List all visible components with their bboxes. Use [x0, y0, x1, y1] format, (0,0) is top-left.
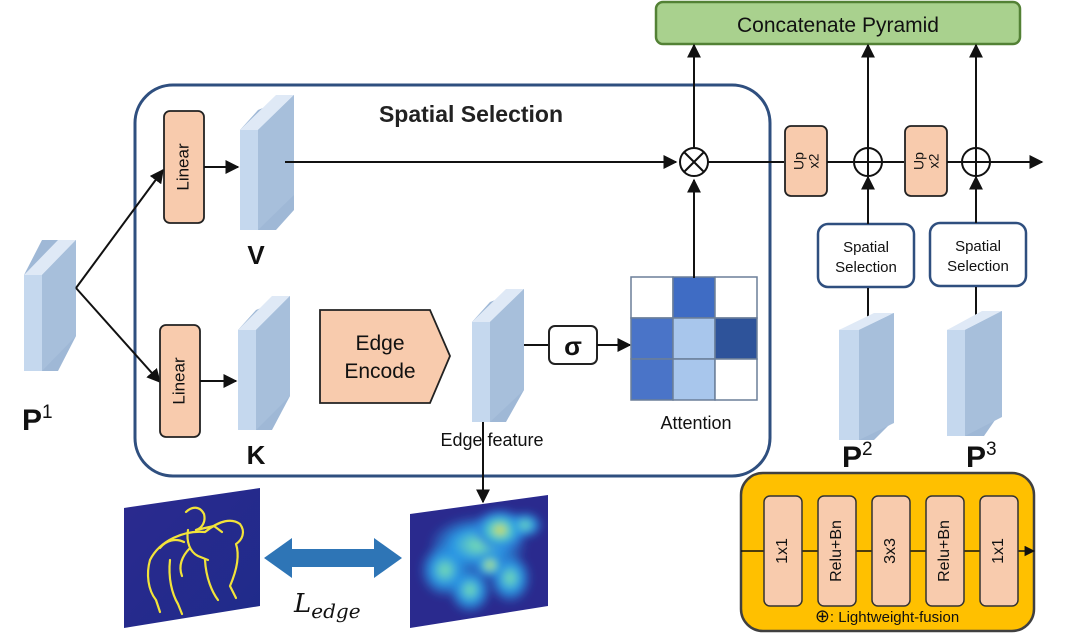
feature-map-v [240, 95, 294, 230]
svg-text:Linear: Linear [169, 357, 188, 405]
feature-map-edge [472, 289, 524, 422]
feature-map-p3 [947, 311, 1002, 436]
sigma-block: σ [548, 325, 598, 365]
attention-label: Attention [660, 413, 731, 433]
svg-text:Spatial: Spatial [843, 239, 889, 256]
k-label: K [247, 440, 266, 470]
attention-cell [714, 317, 758, 360]
lightweight-fusion-legend: ⊕: Lightweight-fusion [815, 606, 959, 626]
upsample-block-2: Up x2 [904, 125, 948, 197]
spatial-selection-box-p3: Spatial Selection [928, 221, 1028, 288]
linear-block-top: Linear [163, 110, 205, 224]
fusion-block-label: Relu+Bn [828, 520, 845, 582]
fusion-block: Relu+Bn [817, 495, 857, 607]
feature-map-p2 [839, 313, 894, 440]
fusion-block: 1x1 [979, 495, 1019, 607]
linear-block-bottom: Linear [159, 324, 201, 438]
edge-loss-double-arrow [264, 538, 402, 578]
attention-cell [630, 317, 674, 360]
attention-cell [672, 358, 716, 401]
spatial-selection-module: Spatial Selection [133, 83, 772, 478]
v-label: V [247, 240, 265, 270]
attention-cell [714, 276, 758, 319]
multiply-operator [679, 147, 709, 177]
edge-feature-label: Edge feature [440, 430, 543, 450]
fusion-block-label: 3x3 [882, 538, 899, 564]
fusion-block: Relu+Bn [925, 495, 965, 607]
fusion-block: 3x3 [871, 495, 911, 607]
p3-label: P3 [966, 439, 997, 474]
p1-label: P1 [22, 402, 53, 437]
attention-cell [630, 358, 674, 401]
fusion-plus-1 [853, 147, 883, 177]
feature-map-k [238, 296, 290, 430]
lightweight-fusion-box: 1x1 Relu+Bn 3x3 Relu+Bn 1x1 ⊕: Lightweight-f… [739, 471, 1036, 633]
svg-text:Linear: Linear [173, 143, 192, 191]
fusion-block-label: Relu+Bn [936, 520, 953, 582]
svg-text:σ: σ [564, 331, 582, 361]
svg-text:Spatial: Spatial [955, 238, 1001, 255]
p2-label: P2 [842, 439, 873, 474]
arrow-p1-to-linear-bottom [75, 287, 161, 384]
attention-cell [714, 358, 758, 401]
svg-text:x2: x2 [926, 153, 942, 168]
concatenate-pyramid-label: Concatenate Pyramid [737, 14, 939, 37]
attention-grid [630, 276, 758, 401]
upsample-block-1: Up x2 [784, 125, 828, 197]
edge-loss-label: Ledge [293, 589, 361, 623]
svg-text:Encode: Encode [344, 360, 415, 383]
edge-ground-truth-image [124, 488, 260, 628]
arrow-p1-to-linear-top [75, 168, 164, 289]
spatial-selection-title: Spatial Selection [379, 101, 563, 127]
feature-map-p1 [24, 240, 76, 371]
attention-cell [672, 276, 716, 319]
fusion-plus-2 [961, 147, 991, 177]
attention-cell [672, 317, 716, 360]
svg-text:Selection: Selection [835, 259, 897, 276]
spatial-selection-box-p2: Spatial Selection [816, 222, 916, 289]
fusion-block-label: 1x1 [990, 538, 1007, 564]
edge-heatmap-image [410, 495, 548, 628]
fusion-block-label: 1x1 [774, 538, 791, 564]
svg-text:Up: Up [791, 152, 807, 170]
edge-encode-block: Edge Encode [319, 309, 451, 404]
concatenate-pyramid-box: Concatenate Pyramid [654, 0, 1022, 46]
fusion-block: 1x1 [763, 495, 803, 607]
attention-cell [630, 276, 674, 319]
svg-text:x2: x2 [806, 153, 822, 168]
svg-text:Up: Up [911, 152, 927, 170]
svg-text:Edge: Edge [355, 332, 404, 355]
svg-text:Selection: Selection [947, 258, 1009, 275]
